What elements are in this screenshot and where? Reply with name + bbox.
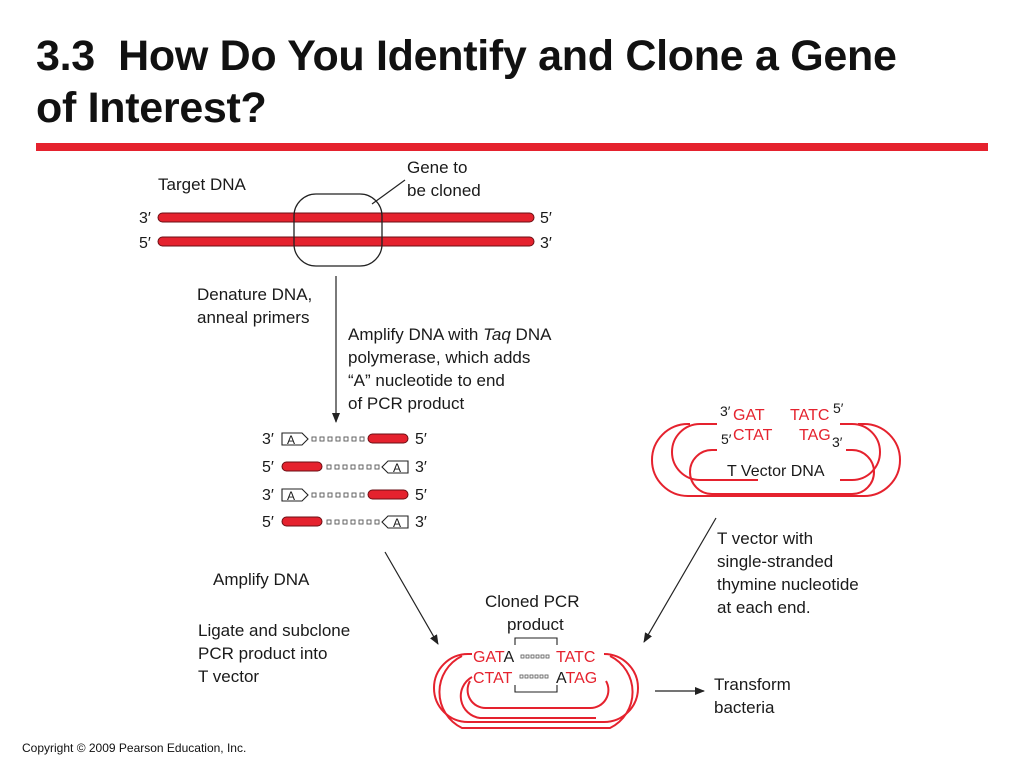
pcr-row-4-right-end: 3′ xyxy=(415,514,427,531)
slide-title-line2: of Interest? xyxy=(36,84,267,132)
t-vector-desc-line2: single-stranded xyxy=(717,552,833,571)
cloned-bracket-top xyxy=(514,637,558,645)
cloned-plasmid-mid xyxy=(459,676,596,719)
slide-title-line1: 3.3 How Do You Identify and Clone a Gene xyxy=(36,32,897,80)
amplify-taq-line4: of PCR product xyxy=(348,394,464,413)
t-vector-desc-line1: T vector with xyxy=(717,529,813,548)
cloned-bottom-right-seq: ATAG xyxy=(556,670,597,687)
cloned-top-right-seq: TATC xyxy=(556,649,595,666)
pcr-row-2-right-end: 3′ xyxy=(415,459,427,476)
cloned-label-line1: Cloned PCR xyxy=(485,592,580,611)
t-vector-label: T Vector DNA xyxy=(727,463,825,480)
cloned-bracket-bottom xyxy=(514,685,558,693)
transform-line1: Transform xyxy=(714,675,791,694)
pcr-row-2-left-end: 5′ xyxy=(262,459,274,476)
target-bottom-left-end: 5′ xyxy=(139,235,151,252)
t-vector-bottom-right-prime: 3′ xyxy=(832,434,843,450)
cloned-label-line2: product xyxy=(507,615,564,634)
pcr-row-2-strand xyxy=(281,461,323,472)
pcr-row: 3′ A 5′ xyxy=(262,487,427,504)
pcr-row-3-left-end: 3′ xyxy=(262,487,274,504)
cloned-plasmid-outermost xyxy=(438,655,634,729)
t-vector-inner-loop xyxy=(689,449,875,495)
target-dna-bottom-strand xyxy=(157,236,535,247)
target-bottom-right-end: 3′ xyxy=(540,235,552,252)
copyright-notice: Copyright © 2009 Pearson Education, Inc. xyxy=(22,741,247,755)
transform-line2: bacteria xyxy=(714,698,775,717)
pcr-row-2-primer-gap xyxy=(326,464,380,470)
target-dna-top-strand xyxy=(157,212,535,223)
t-vector-arrow xyxy=(643,517,717,643)
pcr-row: 3′ A 5′ xyxy=(262,431,427,448)
pcr-row-2-a: A xyxy=(393,461,401,475)
cloned-plasmid-inner xyxy=(466,680,610,710)
pcr-row: 5′ A 3′ xyxy=(262,514,427,531)
cloned-top-gap xyxy=(520,654,550,659)
cloned-plasmid xyxy=(433,653,639,729)
ligate-line2: PCR product into xyxy=(198,644,327,663)
cloned-bottom-gap xyxy=(519,674,549,679)
pcr-row-1-a-overhang xyxy=(281,432,309,446)
pcr-row-1-a: A xyxy=(287,433,295,447)
title-rule xyxy=(36,143,988,151)
ligate-arrow xyxy=(384,551,439,645)
ligate-line1: Ligate and subclone xyxy=(198,621,350,640)
target-top-left-end: 3′ xyxy=(139,210,151,227)
pcr-row-2-a-overhang xyxy=(381,460,409,474)
cloned-plasmid-outer xyxy=(433,653,639,723)
amplify-dna-label: Amplify DNA xyxy=(213,570,310,589)
pcr-row-3-a: A xyxy=(287,489,295,503)
t-vector-top-left-prime: 3′ xyxy=(720,403,731,419)
target-dna-label: Target DNA xyxy=(158,175,247,194)
t-vector-desc-line4: at each end. xyxy=(717,598,811,617)
pcr-row-3-strand xyxy=(367,489,409,500)
pcr-row-4-a-overhang xyxy=(381,515,409,529)
t-vector-bottom-left-prime: 5′ xyxy=(721,431,732,447)
slide-title: 3.3 How Do You Identify and Clone a Gene… xyxy=(36,30,996,134)
pcr-row-4-a: A xyxy=(393,516,401,530)
t-vector-plasmid xyxy=(651,423,901,497)
pcr-row-4-primer-gap xyxy=(326,519,380,525)
gene-region-outline xyxy=(293,193,383,267)
amplify-taq-line3: “A” nucleotide to end xyxy=(348,371,505,390)
t-vector-outer-right-arc xyxy=(840,423,881,481)
pcr-row: 5′ A 3′ xyxy=(262,459,427,476)
denature-line1: Denature DNA, xyxy=(197,285,312,304)
t-vector-top-left-seq: GAT xyxy=(733,407,765,424)
denature-line2: anneal primers xyxy=(197,308,309,327)
t-vector-outer-extra xyxy=(651,423,700,497)
cloned-bottom-left-seq: CTAT xyxy=(473,670,513,687)
gene-label-line2: be cloned xyxy=(407,181,481,200)
pcr-row-1-right-end: 5′ xyxy=(415,431,427,448)
pcr-row-3-a-overhang xyxy=(281,488,309,502)
t-vector-top-right-prime: 5′ xyxy=(833,400,844,416)
ligate-line3: T vector xyxy=(198,667,259,686)
pcr-row-1-strand xyxy=(367,433,409,444)
gene-callout-line xyxy=(371,179,406,205)
amplify-taq-line2: polymerase, which adds xyxy=(348,348,530,367)
pcr-row-4-left-end: 5′ xyxy=(262,514,274,531)
target-top-right-end: 5′ xyxy=(540,210,552,227)
amplify-taq-line1: Amplify DNA with Taq DNA xyxy=(348,325,552,344)
t-vector-outer-extra-right xyxy=(852,423,901,497)
pcr-row-1-left-end: 3′ xyxy=(262,431,274,448)
pcr-row-3-primer-gap xyxy=(311,492,365,498)
t-vector-desc-line3: thymine nucleotide xyxy=(717,575,859,594)
gene-label-line1: Gene to xyxy=(407,158,468,177)
t-vector-top-right-seq: TATC xyxy=(790,407,829,424)
t-vector-bottom-right-seq: TAG xyxy=(799,427,831,444)
cloned-top-seq: GATA xyxy=(473,649,515,666)
pcr-row-4-strand xyxy=(281,516,323,527)
pcr-row-3-right-end: 5′ xyxy=(415,487,427,504)
t-vector-bottom-left-seq: CTAT xyxy=(733,427,773,444)
pcr-row-1-primer-gap xyxy=(311,436,365,442)
